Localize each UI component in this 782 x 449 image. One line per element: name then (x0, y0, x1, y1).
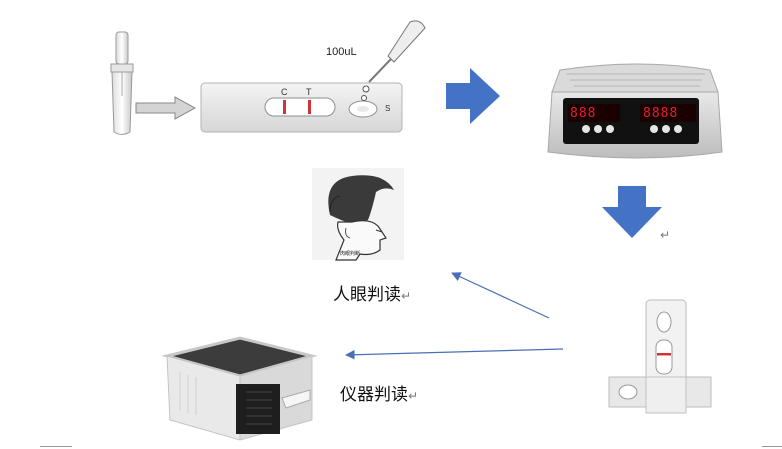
incubator-display-left: 888 (570, 106, 597, 121)
blue-arrow-down-icon (602, 186, 662, 238)
return-mark-icon: ↵ (401, 289, 412, 303)
test-cassette (200, 82, 403, 133)
test-line-label: T (306, 87, 312, 97)
incubator-device (547, 63, 723, 159)
control-line (283, 100, 286, 114)
portrait-image (312, 168, 404, 261)
page-edge-mark (40, 446, 72, 447)
incubator-display-right: 8888 (643, 106, 679, 121)
connector-arrow-to-visual (451, 272, 550, 319)
instrument-reading-text: 仪器判读 (340, 385, 408, 405)
sample-well-label: S (385, 104, 391, 113)
blue-arrow-right-icon (446, 68, 500, 124)
test-line (308, 100, 311, 114)
sample-tube (110, 31, 134, 135)
instrument-reading-label: 仪器判读↵ (340, 380, 418, 405)
gray-arrow-icon (135, 96, 197, 120)
portrait-caption: 肉眼判断 (340, 251, 361, 257)
return-mark-icon: ↵ (660, 228, 671, 242)
visual-reading-label: 人眼判读↵ (333, 280, 411, 305)
sample-volume-label: 100uL (326, 46, 357, 58)
pipette-icon (361, 20, 426, 101)
visual-reading-text: 人眼判读 (333, 285, 401, 305)
reader-instrument (161, 336, 318, 441)
return-mark-icon: ↵ (408, 389, 419, 403)
result-cassette (608, 299, 712, 414)
connector-arrow-to-instrument (345, 348, 564, 360)
page-edge-mark (762, 446, 782, 447)
control-line-label: C (281, 87, 288, 97)
